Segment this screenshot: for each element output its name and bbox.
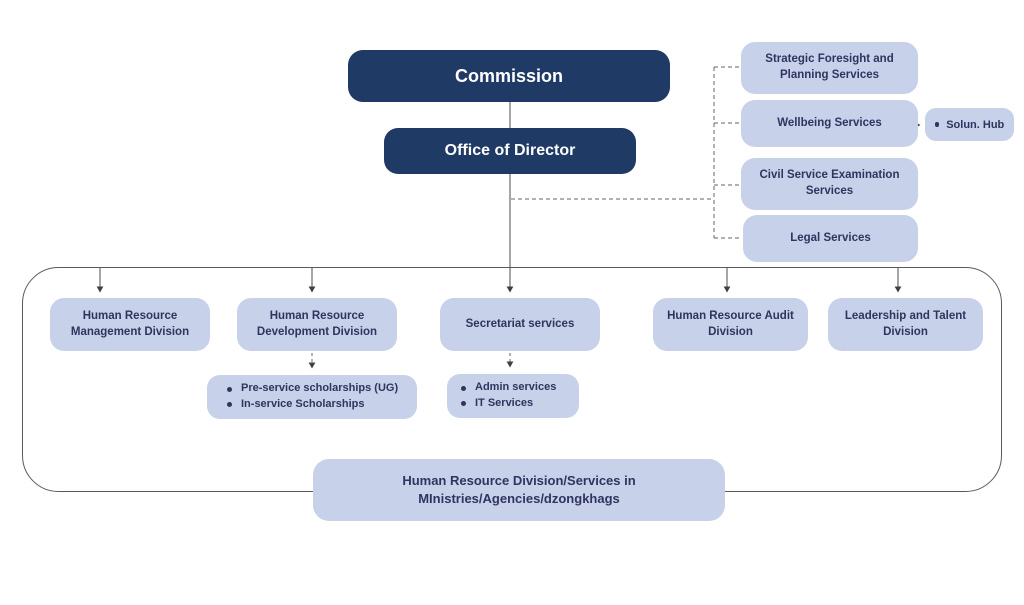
service-label: Strategic Foresight and Planning Service… bbox=[765, 53, 894, 81]
division-label: Human Resource Development Division bbox=[256, 309, 378, 338]
division-box-secretariat-services: Secretariat services bbox=[440, 298, 600, 351]
division-label: Secretariat services bbox=[465, 317, 575, 330]
division-box-hr-management: Human Resource Management Division bbox=[50, 298, 210, 351]
solun-hub-label: Solun. Hub bbox=[934, 119, 1004, 131]
service-box-strategic-foresight: Strategic Foresight and Planning Service… bbox=[741, 42, 918, 94]
division-box-hr-audit: Human Resource Audit Division bbox=[653, 298, 808, 351]
list-item: IT Services bbox=[459, 396, 556, 412]
service-label: Wellbeing Services bbox=[777, 116, 882, 129]
hrdd-sublist: Pre-service scholarships (UG) In-service… bbox=[225, 381, 398, 413]
list-item: Admin services bbox=[459, 380, 556, 396]
field-hr-division-services-label: Human Resource Division/Services in MIni… bbox=[402, 472, 636, 506]
hrdd-sublist-box: Pre-service scholarships (UG) In-service… bbox=[207, 375, 417, 419]
service-box-legal: Legal Services bbox=[743, 215, 918, 262]
solun-hub-box: Solun. Hub bbox=[925, 108, 1014, 141]
secretariat-sublist-box: Admin services IT Services bbox=[447, 374, 579, 418]
secretariat-sublist: Admin services IT Services bbox=[459, 380, 556, 412]
division-label: Leadership and Talent Division bbox=[844, 309, 967, 338]
commission-box: Commission bbox=[348, 50, 670, 102]
division-label: Human Resource Management Division bbox=[70, 309, 190, 338]
service-box-civil-service-examination: Civil Service Examination Services bbox=[741, 158, 918, 210]
office-of-director-label: Office of Director bbox=[444, 142, 576, 159]
list-item: In-service Scholarships bbox=[225, 397, 398, 413]
service-box-wellbeing: Wellbeing Services bbox=[741, 100, 918, 147]
division-box-leadership-talent: Leadership and Talent Division bbox=[828, 298, 983, 351]
list-item: Pre-service scholarships (UG) bbox=[225, 381, 398, 397]
field-hr-division-services-box: Human Resource Division/Services in MIni… bbox=[313, 459, 725, 521]
division-box-hr-development: Human Resource Development Division bbox=[237, 298, 397, 351]
commission-label: Commission bbox=[454, 65, 564, 86]
service-label: Civil Service Examination Services bbox=[759, 169, 900, 197]
bullet-dot bbox=[934, 122, 940, 127]
division-label: Human Resource Audit Division bbox=[667, 309, 794, 338]
office-of-director-box: Office of Director bbox=[384, 128, 636, 174]
service-label: Legal Services bbox=[790, 231, 871, 244]
